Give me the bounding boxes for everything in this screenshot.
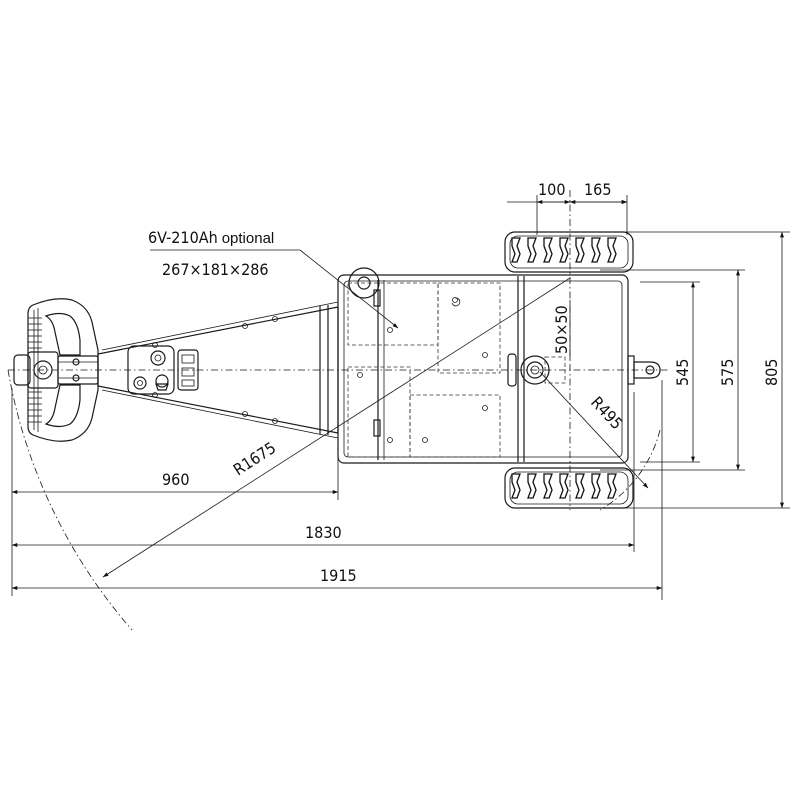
control-panel (127, 345, 199, 395)
tow-hitch (627, 355, 661, 385)
dim-R1675-label: R1675 (230, 438, 279, 479)
dim-960-label: 960 (162, 470, 189, 489)
dim-545-label: 545 (673, 359, 692, 386)
wheel-top (504, 231, 634, 273)
dim-1915-label: 1915 (320, 566, 357, 585)
dim-575-label: 575 (718, 359, 737, 386)
main-body (337, 267, 629, 464)
turning-arc-R495 (599, 429, 661, 511)
wheel-bottom (504, 467, 634, 509)
dim-50x50-label: 50×50 (552, 305, 571, 354)
dim-805-label: 805 (762, 359, 781, 386)
battery-spec-line2: 267×181×286 (162, 260, 269, 279)
tiller-handle (13, 298, 99, 442)
dimensions (11, 195, 790, 600)
turning-arc-R1675 (7, 369, 133, 631)
dim-100-label: 100 (538, 180, 565, 199)
battery-compartments (347, 282, 501, 458)
dim-1830-label: 1830 (305, 523, 342, 542)
dim-R495-label: R495 (587, 393, 626, 433)
dim-165-label: 165 (584, 180, 611, 199)
